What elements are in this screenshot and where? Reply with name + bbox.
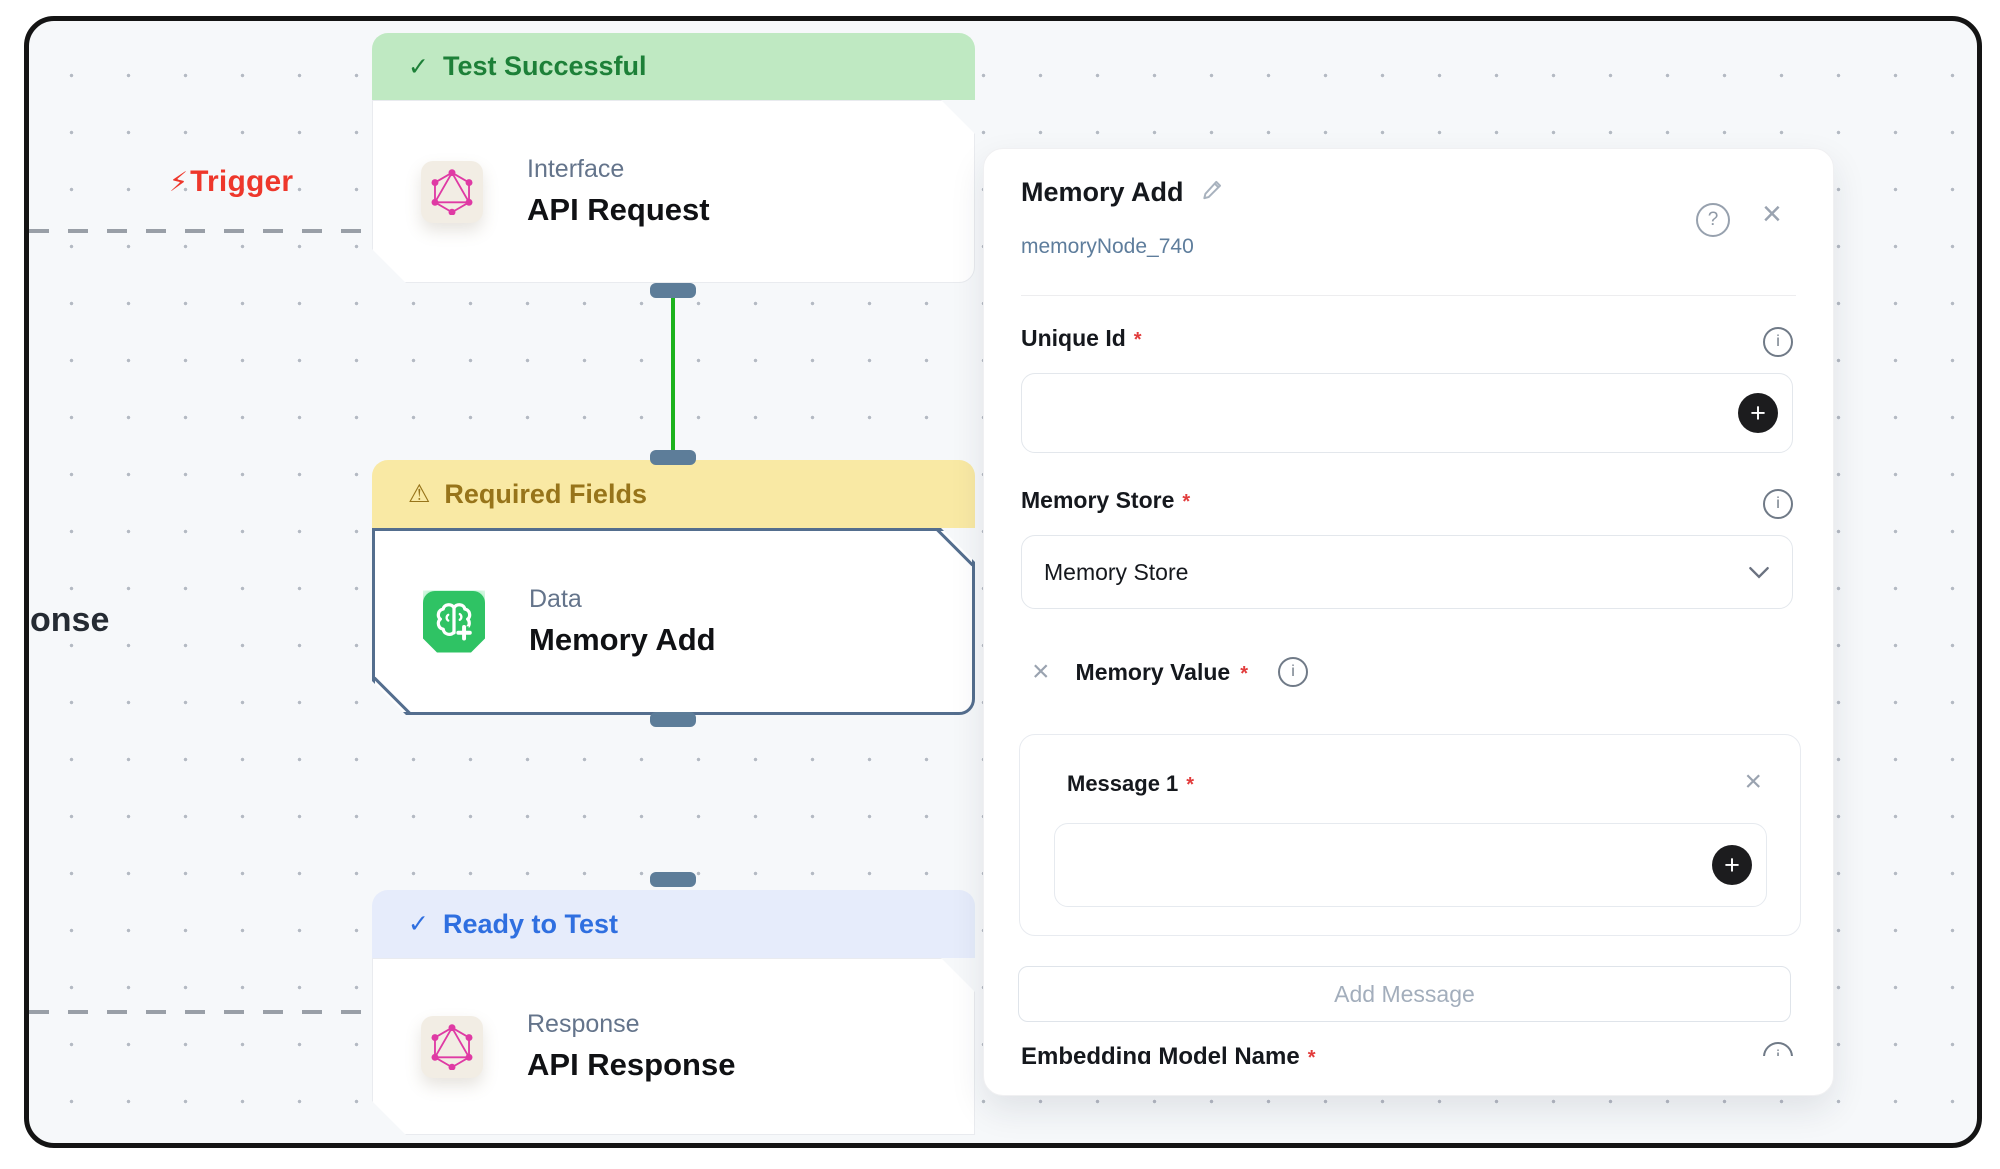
memory-value-row: × Memory Value * i	[1032, 657, 1308, 687]
insert-variable-button[interactable]: +	[1738, 393, 1778, 433]
output-handle-api-request[interactable]	[650, 283, 696, 298]
message-card: Message 1 * × +	[1019, 734, 1801, 936]
warning-icon: ⚠	[408, 479, 430, 509]
unique-id-input[interactable]	[1022, 374, 1792, 452]
memory-store-label: Memory Store *	[1021, 487, 1190, 514]
output-handle-memory-add[interactable]	[650, 712, 696, 727]
graphql-icon	[421, 161, 483, 223]
required-mark: *	[1186, 774, 1194, 797]
collapse-icon[interactable]: ×	[1032, 657, 1050, 687]
message-input-wrap: +	[1054, 823, 1767, 907]
memory-store-selected-value: Memory Store	[1044, 559, 1188, 586]
info-icon[interactable]: i	[1278, 657, 1308, 687]
insert-variable-button[interactable]: +	[1712, 845, 1752, 885]
help-icon[interactable]: ?	[1696, 203, 1730, 237]
node-api-response[interactable]: Response API Response	[372, 958, 975, 1135]
brain-plus-icon	[423, 591, 485, 653]
divider	[1021, 295, 1796, 296]
required-mark: *	[1182, 491, 1190, 514]
status-text: Required Fields	[444, 479, 647, 510]
status-banner-test-successful: ✓ Test Successful	[372, 33, 975, 100]
status-banner-required-fields: ⚠ Required Fields	[372, 460, 975, 528]
node-category: Interface	[527, 155, 710, 184]
connection-edge	[671, 291, 675, 456]
message-label: Message 1 *	[1067, 771, 1194, 797]
add-message-button[interactable]: Add Message	[1018, 966, 1791, 1022]
input-handle-api-response[interactable]	[650, 872, 696, 887]
info-icon[interactable]: i	[1763, 489, 1793, 519]
node-category: Response	[527, 1010, 735, 1039]
memory-store-select[interactable]: Memory Store	[1021, 535, 1793, 609]
check-icon: ✓	[408, 52, 429, 82]
required-mark: *	[1240, 663, 1248, 686]
node-api-request[interactable]: Interface API Request	[372, 100, 975, 283]
unique-id-label: Unique Id *	[1021, 325, 1142, 352]
node-title: API Response	[527, 1047, 735, 1083]
panel-close-icon[interactable]: ×	[1762, 197, 1782, 231]
info-icon[interactable]: i	[1763, 327, 1793, 357]
status-text: Test Successful	[443, 51, 647, 82]
panel-title: Memory Add	[1021, 177, 1184, 208]
required-mark: *	[1308, 1043, 1316, 1064]
trigger-text: Trigger	[190, 165, 293, 199]
node-memory-add[interactable]: Data Memory Add	[372, 528, 975, 715]
node-column: ✓ Test Successful	[372, 21, 975, 1143]
status-text: Ready to Test	[443, 909, 618, 940]
input-handle-memory-add[interactable]	[650, 450, 696, 465]
remove-message-icon[interactable]: ×	[1744, 765, 1762, 799]
app-window: ⚡ Trigger onse ✓ Test Successful	[24, 16, 1982, 1148]
node-category: Data	[529, 585, 716, 614]
edit-title-icon[interactable]	[1200, 177, 1226, 208]
node-properties-panel: Memory Add ? × memoryNode_740 Unique Id …	[983, 148, 1834, 1096]
memory-value-label: Memory Value *	[1076, 659, 1248, 686]
required-mark: *	[1134, 329, 1142, 352]
bolt-icon: ⚡	[169, 167, 188, 198]
trigger-connection-dashed	[29, 229, 369, 233]
graphql-icon	[421, 1016, 483, 1078]
check-icon: ✓	[408, 909, 429, 939]
status-banner-ready-to-test: ✓ Ready to Test	[372, 890, 975, 958]
node-id: memoryNode_740	[1021, 235, 1194, 259]
unique-id-input-wrap: +	[1021, 373, 1793, 453]
chevron-down-icon	[1748, 566, 1770, 579]
bevel-stroke	[373, 677, 410, 714]
embedding-model-label-clipped: Embedding Model Name *	[1021, 1042, 1641, 1064]
node-title: Memory Add	[529, 622, 716, 658]
bevel-stroke	[936, 529, 973, 566]
message-input[interactable]	[1055, 824, 1766, 906]
response-connection-dashed	[29, 1010, 369, 1014]
trigger-label: ⚡ Trigger	[169, 165, 293, 199]
clipped-node-text: onse	[30, 601, 109, 640]
node-title: API Request	[527, 192, 710, 228]
workflow-canvas[interactable]: ⚡ Trigger onse ✓ Test Successful	[29, 21, 1977, 1143]
info-icon-clipped: i	[1763, 1042, 1793, 1056]
